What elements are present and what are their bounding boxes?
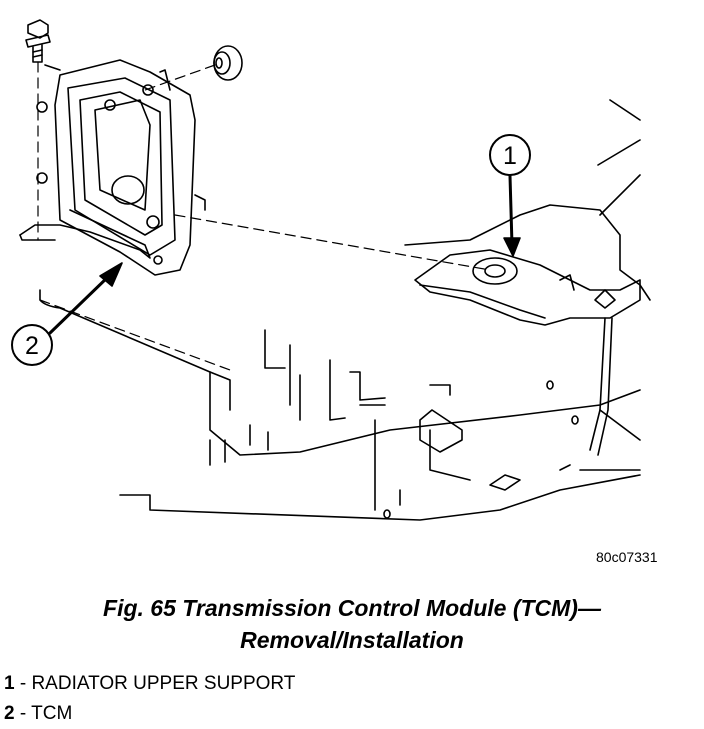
callout-1: 1 xyxy=(489,134,531,257)
legend: 1 - RADIATOR UPPER SUPPORT 2 - TCM xyxy=(4,669,295,729)
callout-2-number: 2 xyxy=(25,332,39,360)
legend-text: - RADIATOR UPPER SUPPORT xyxy=(14,673,296,694)
tcm-diagram: 1 2 xyxy=(11,19,651,521)
legend-number: 2 xyxy=(4,703,15,724)
bolt xyxy=(25,19,51,63)
radiator-upper-support xyxy=(414,249,641,456)
legend-number: 1 xyxy=(4,673,15,694)
callout-2: 2 xyxy=(11,262,123,366)
tcm-module xyxy=(19,59,206,276)
caption-line-2: Removal/Installation xyxy=(240,627,464,653)
figure-code: 80c07331 xyxy=(596,549,658,565)
nut xyxy=(213,45,243,81)
legend-item-1: 1 - RADIATOR UPPER SUPPORT xyxy=(4,669,295,699)
caption-line-1: Fig. 65 Transmission Control Module (TCM… xyxy=(103,595,601,621)
legend-item-2: 2 - TCM xyxy=(4,699,295,729)
figure-caption: Fig. 65 Transmission Control Module (TCM… xyxy=(0,592,704,656)
legend-text: - TCM xyxy=(14,703,73,724)
callout-1-number: 1 xyxy=(503,142,517,170)
